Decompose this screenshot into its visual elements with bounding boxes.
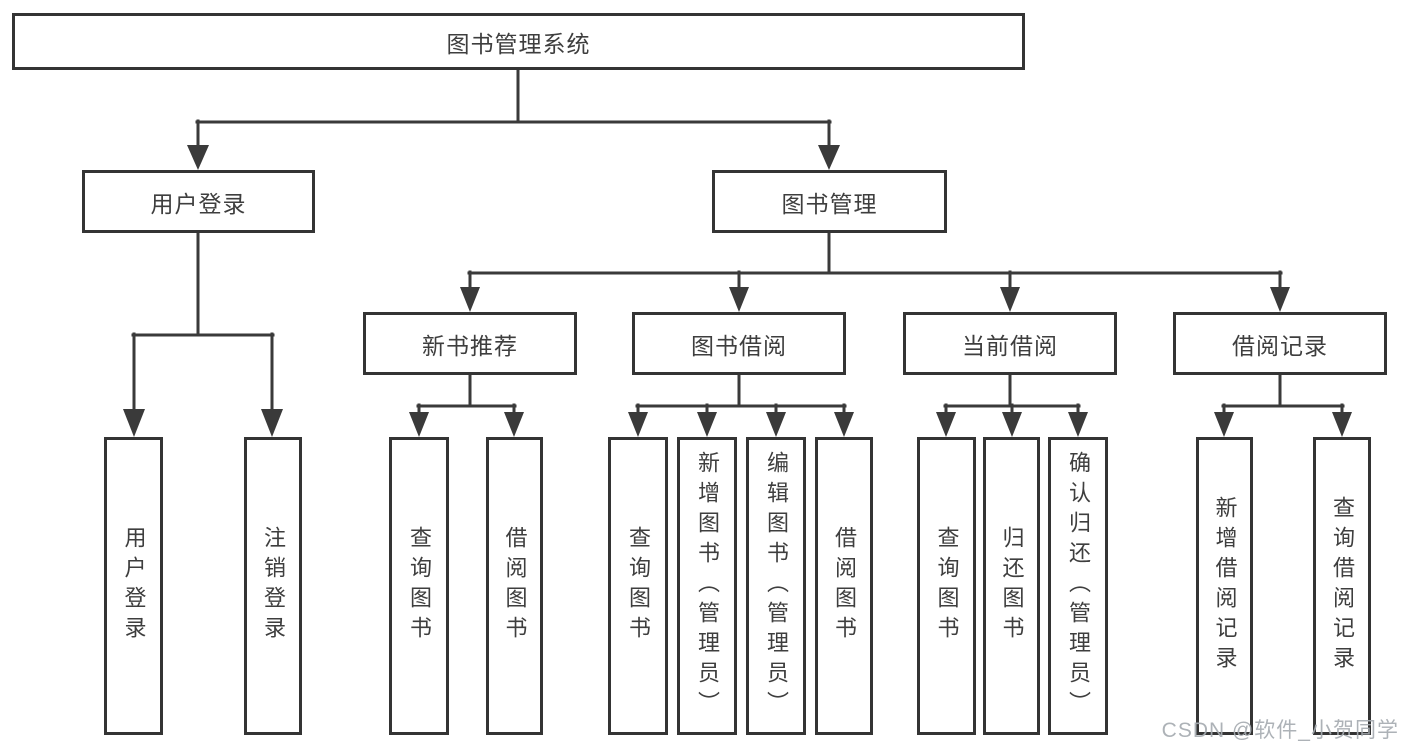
node-library-management-system: 图书管理系统 xyxy=(12,13,1025,70)
node-label: 图书借阅 xyxy=(691,332,787,359)
node-label: 图书管理 xyxy=(781,190,878,217)
csdn-watermark: CSDN @软件_小贺同学 xyxy=(1161,719,1399,742)
node-book-management: 图书管理 xyxy=(712,170,947,233)
leaf-add-books-admin: 新增图书（管理员） xyxy=(677,437,737,735)
leaf-add-borrow-record: 新增借阅记录 xyxy=(1196,437,1253,735)
node-borrow-records: 借阅记录 xyxy=(1173,312,1387,375)
node-label: 新书推荐 xyxy=(422,332,518,359)
node-new-book-recommend: 新书推荐 xyxy=(363,312,577,375)
node-book-borrow: 图书借阅 xyxy=(632,312,846,375)
node-label: 图书管理系统 xyxy=(446,30,591,57)
leaf-query-books: 查询图书 xyxy=(389,437,449,735)
leaf-user-login: 用户登录 xyxy=(104,437,163,735)
node-label: 用户登录 xyxy=(150,190,247,217)
node-user-login: 用户登录 xyxy=(82,170,315,233)
arrowhead-icons xyxy=(123,145,1352,437)
leaf-borrow-books: 借阅图书 xyxy=(486,437,543,735)
leaf-return-books: 归还图书 xyxy=(983,437,1040,735)
leaf-logout: 注销登录 xyxy=(244,437,302,735)
leaf-borrow-books: 借阅图书 xyxy=(815,437,873,735)
leaf-query-borrow-record: 查询借阅记录 xyxy=(1313,437,1371,735)
node-current-borrow: 当前借阅 xyxy=(903,312,1117,375)
leaf-query-books: 查询图书 xyxy=(917,437,976,735)
node-label: 借阅记录 xyxy=(1232,332,1328,359)
leaf-query-books: 查询图书 xyxy=(608,437,668,735)
leaf-confirm-return-admin: 确认归还（管理员） xyxy=(1048,437,1108,735)
leaf-edit-books-admin: 编辑图书（管理员） xyxy=(746,437,806,735)
node-label: 当前借阅 xyxy=(962,332,1058,359)
